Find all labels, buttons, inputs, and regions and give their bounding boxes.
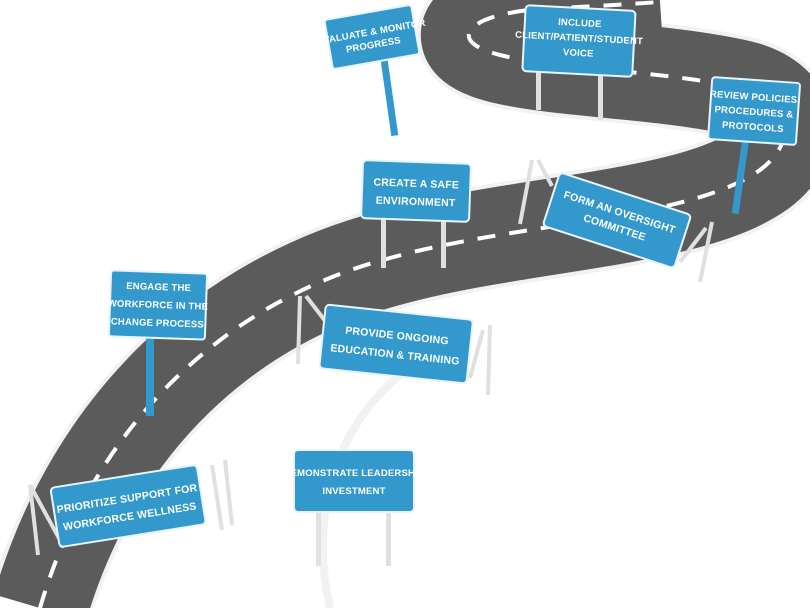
barriers <box>28 159 714 556</box>
sign-text: Investment <box>322 486 385 497</box>
barrier-wellness <box>28 459 234 556</box>
sign-include-voice: IncludeClient/Patient/StudentVoice <box>515 4 643 78</box>
sign-prioritize-wellness: Prioritize Support forWorkforce Wellness <box>49 464 207 548</box>
sign-text: Voice <box>563 47 594 60</box>
sign-text: Create a Safe <box>373 177 459 192</box>
sign-create-safe-environment: Create a SafeEnvironment <box>360 159 472 223</box>
sign-text: Environment <box>376 195 457 210</box>
sign-evaluate-monitor: Evaluate & MonitorProgress <box>316 4 426 70</box>
svg-text:Demonstrate LeadershipInvestme: Demonstrate LeadershipInvestment <box>284 468 425 497</box>
sign-text: Engage the <box>126 281 191 294</box>
sign-engage-workforce: Engage theWorkforce in theChange Process <box>107 269 209 341</box>
svg-text:Engage theWorkforce in theChan: Engage theWorkforce in theChange Process <box>107 280 209 330</box>
sign-text: Workforce in the <box>108 298 209 312</box>
signs: Evaluate & MonitorProgress IncludeClient… <box>49 4 801 548</box>
sign-text: Change Process <box>111 316 204 330</box>
barrier-education <box>296 294 492 396</box>
sign-posts <box>146 59 750 566</box>
svg-text:Create a SafeEnvironment: Create a SafeEnvironment <box>373 177 460 210</box>
barrier-oversight <box>518 159 714 283</box>
sign-provide-education: Provide OngoingEducation & Training <box>318 303 474 385</box>
sign-review-policies: Review Policies,Procedures &Protocols <box>707 76 801 146</box>
sign-text: Protocols <box>722 120 784 135</box>
sign-text: Demonstrate Leadership <box>284 468 425 479</box>
sign-text: Include <box>558 17 602 30</box>
sign-text: Procedures & <box>714 104 794 120</box>
